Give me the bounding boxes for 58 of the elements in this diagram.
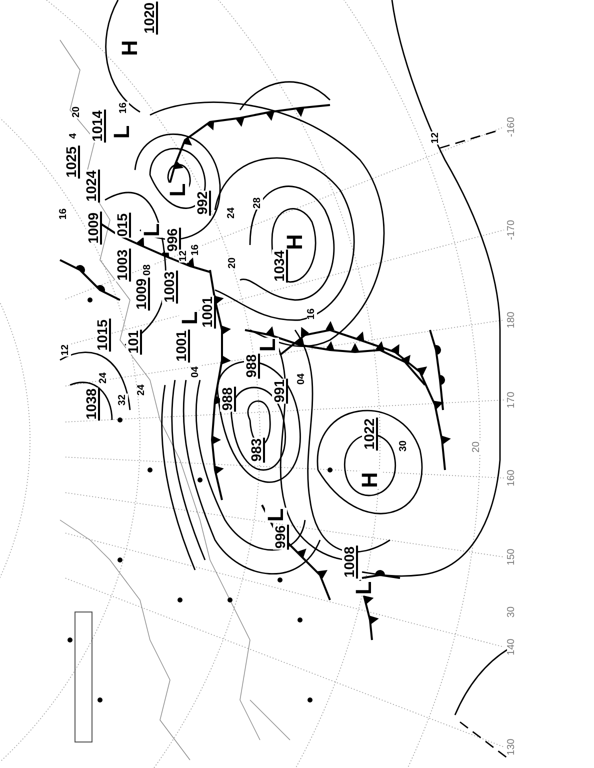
pressure-value: 1008 [342,545,358,579]
isobar-label: 12 [179,249,189,263]
pressure-value: 015 [115,212,131,238]
longitude-label: -170 [507,219,517,241]
pressure-center-letter: L [265,507,287,523]
pressure-value: 1020 [142,1,158,35]
pressure-value: 988 [220,386,236,412]
isobar-label: 24 [99,371,109,385]
isobar-label: 24 [137,383,147,397]
longitude-label: 170 [507,390,517,410]
isobar-label: 28 [253,196,263,210]
pressure-value: 991 [272,378,288,404]
isobar-label: 20 [72,105,82,119]
pressure-value: 1003 [162,270,178,304]
longitude-label: -160 [507,116,517,138]
isobar-label: 16 [191,243,201,257]
isobar-label: 04 [297,372,307,386]
pressure-value: 996 [273,524,289,550]
pressure-value: 988 [244,353,260,379]
pressure-value: 1001 [200,295,216,329]
pressure-center-letter: L [167,182,189,198]
pressure-value: 1001 [174,329,190,363]
pressure-value: 1009 [86,211,102,245]
pressure-value: 1009 [134,277,150,311]
isobar-label: 20 [228,256,238,270]
isobar-label: 08 [143,263,153,277]
isobar-label: 24 [227,206,237,220]
longitude-label: 20 [472,440,482,454]
pressure-center-letter: L [141,222,163,238]
isobar-label: 30 [399,439,409,453]
pressure-value: 101 [126,329,142,355]
isobar-label: 16 [59,207,69,221]
pressure-value: 1014 [90,109,106,143]
longitude-label: 130 [507,738,517,756]
pressure-center-letter: L [179,310,201,326]
pressure-value: 983 [249,437,265,463]
pressure-value: 1015 [95,318,111,352]
longitude-label: 150 [507,548,517,566]
isobar-label: 4 [69,132,79,140]
longitude-label: 180 [507,310,517,330]
isobar-label: 04 [191,365,201,379]
isobar-label: 12 [431,131,441,145]
pressure-value: 1038 [84,387,100,421]
pressure-center-letter: H [359,471,381,489]
pressure-center-letter: L [257,337,279,353]
pressure-value: 1022 [362,417,378,451]
isobar-label: 16 [307,307,317,321]
pressure-value: 1034 [272,249,288,283]
isobar-label: 32 [118,393,128,407]
longitude-label: 30 [507,605,517,619]
pressure-value: 1024 [84,169,100,203]
pressure-value: 1025 [64,145,80,179]
longitude-label: 140 [507,638,517,656]
pressure-value: 992 [195,190,211,216]
longitude-label: 160 [507,468,517,488]
isobar-label: 12 [61,343,71,357]
pressure-value: 1003 [115,248,131,282]
isobar-label: 16 [119,101,129,115]
